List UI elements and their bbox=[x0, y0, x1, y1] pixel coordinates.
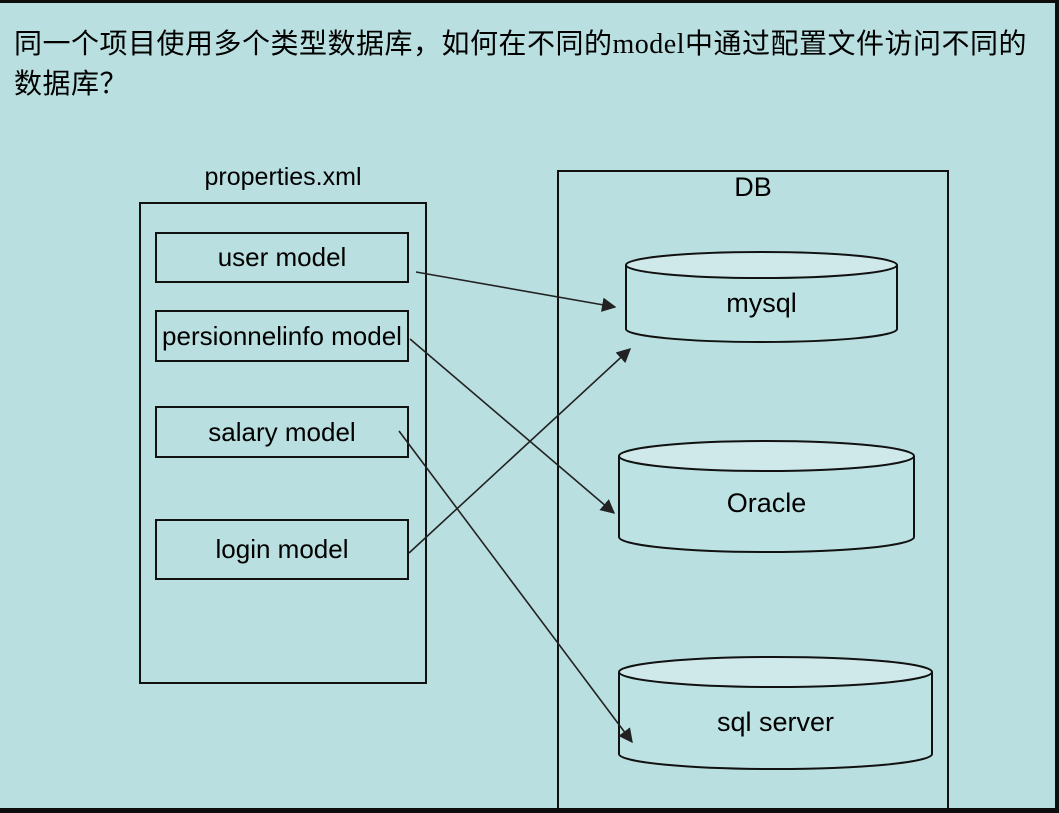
cylinder-shape-sql-server bbox=[618, 656, 933, 770]
database-label-oracle: Oracle bbox=[726, 487, 807, 518]
slide-title: 同一个项目使用多个类型数据库，如何在不同的model中通过配置文件访问不同的 数… bbox=[14, 25, 1034, 105]
model-box-salary-label: salary model bbox=[208, 416, 356, 447]
slide-title-line-2: 数据库？ bbox=[14, 69, 129, 100]
properties-panel-label: properties.xml bbox=[204, 163, 362, 191]
model-box-user: user model bbox=[155, 232, 409, 283]
database-cylinder-mysql: mysql bbox=[625, 251, 898, 343]
cylinder-shape-mysql bbox=[625, 251, 898, 343]
slide-title-line-1: 同一个项目使用多个类型数据库，如何在不同的model中通过配置文件访问不同的 bbox=[14, 29, 1027, 60]
model-box-persionnelinfo-label: persionnelinfo model bbox=[162, 320, 402, 351]
model-box-login: login model bbox=[155, 519, 409, 580]
model-box-user-label: user model bbox=[217, 242, 347, 272]
model-box-login-label: login model bbox=[215, 534, 349, 564]
database-cylinder-oracle: Oracle bbox=[618, 440, 915, 553]
model-box-salary: salary model bbox=[155, 406, 409, 458]
database-cylinder-sql-server: sql server bbox=[618, 656, 933, 770]
database-label-sql-server: sql server bbox=[716, 706, 835, 737]
db-panel-label: DB bbox=[734, 172, 772, 202]
model-box-persionnelinfo: persionnelinfo model bbox=[155, 310, 409, 362]
database-label-mysql: mysql bbox=[726, 287, 797, 318]
